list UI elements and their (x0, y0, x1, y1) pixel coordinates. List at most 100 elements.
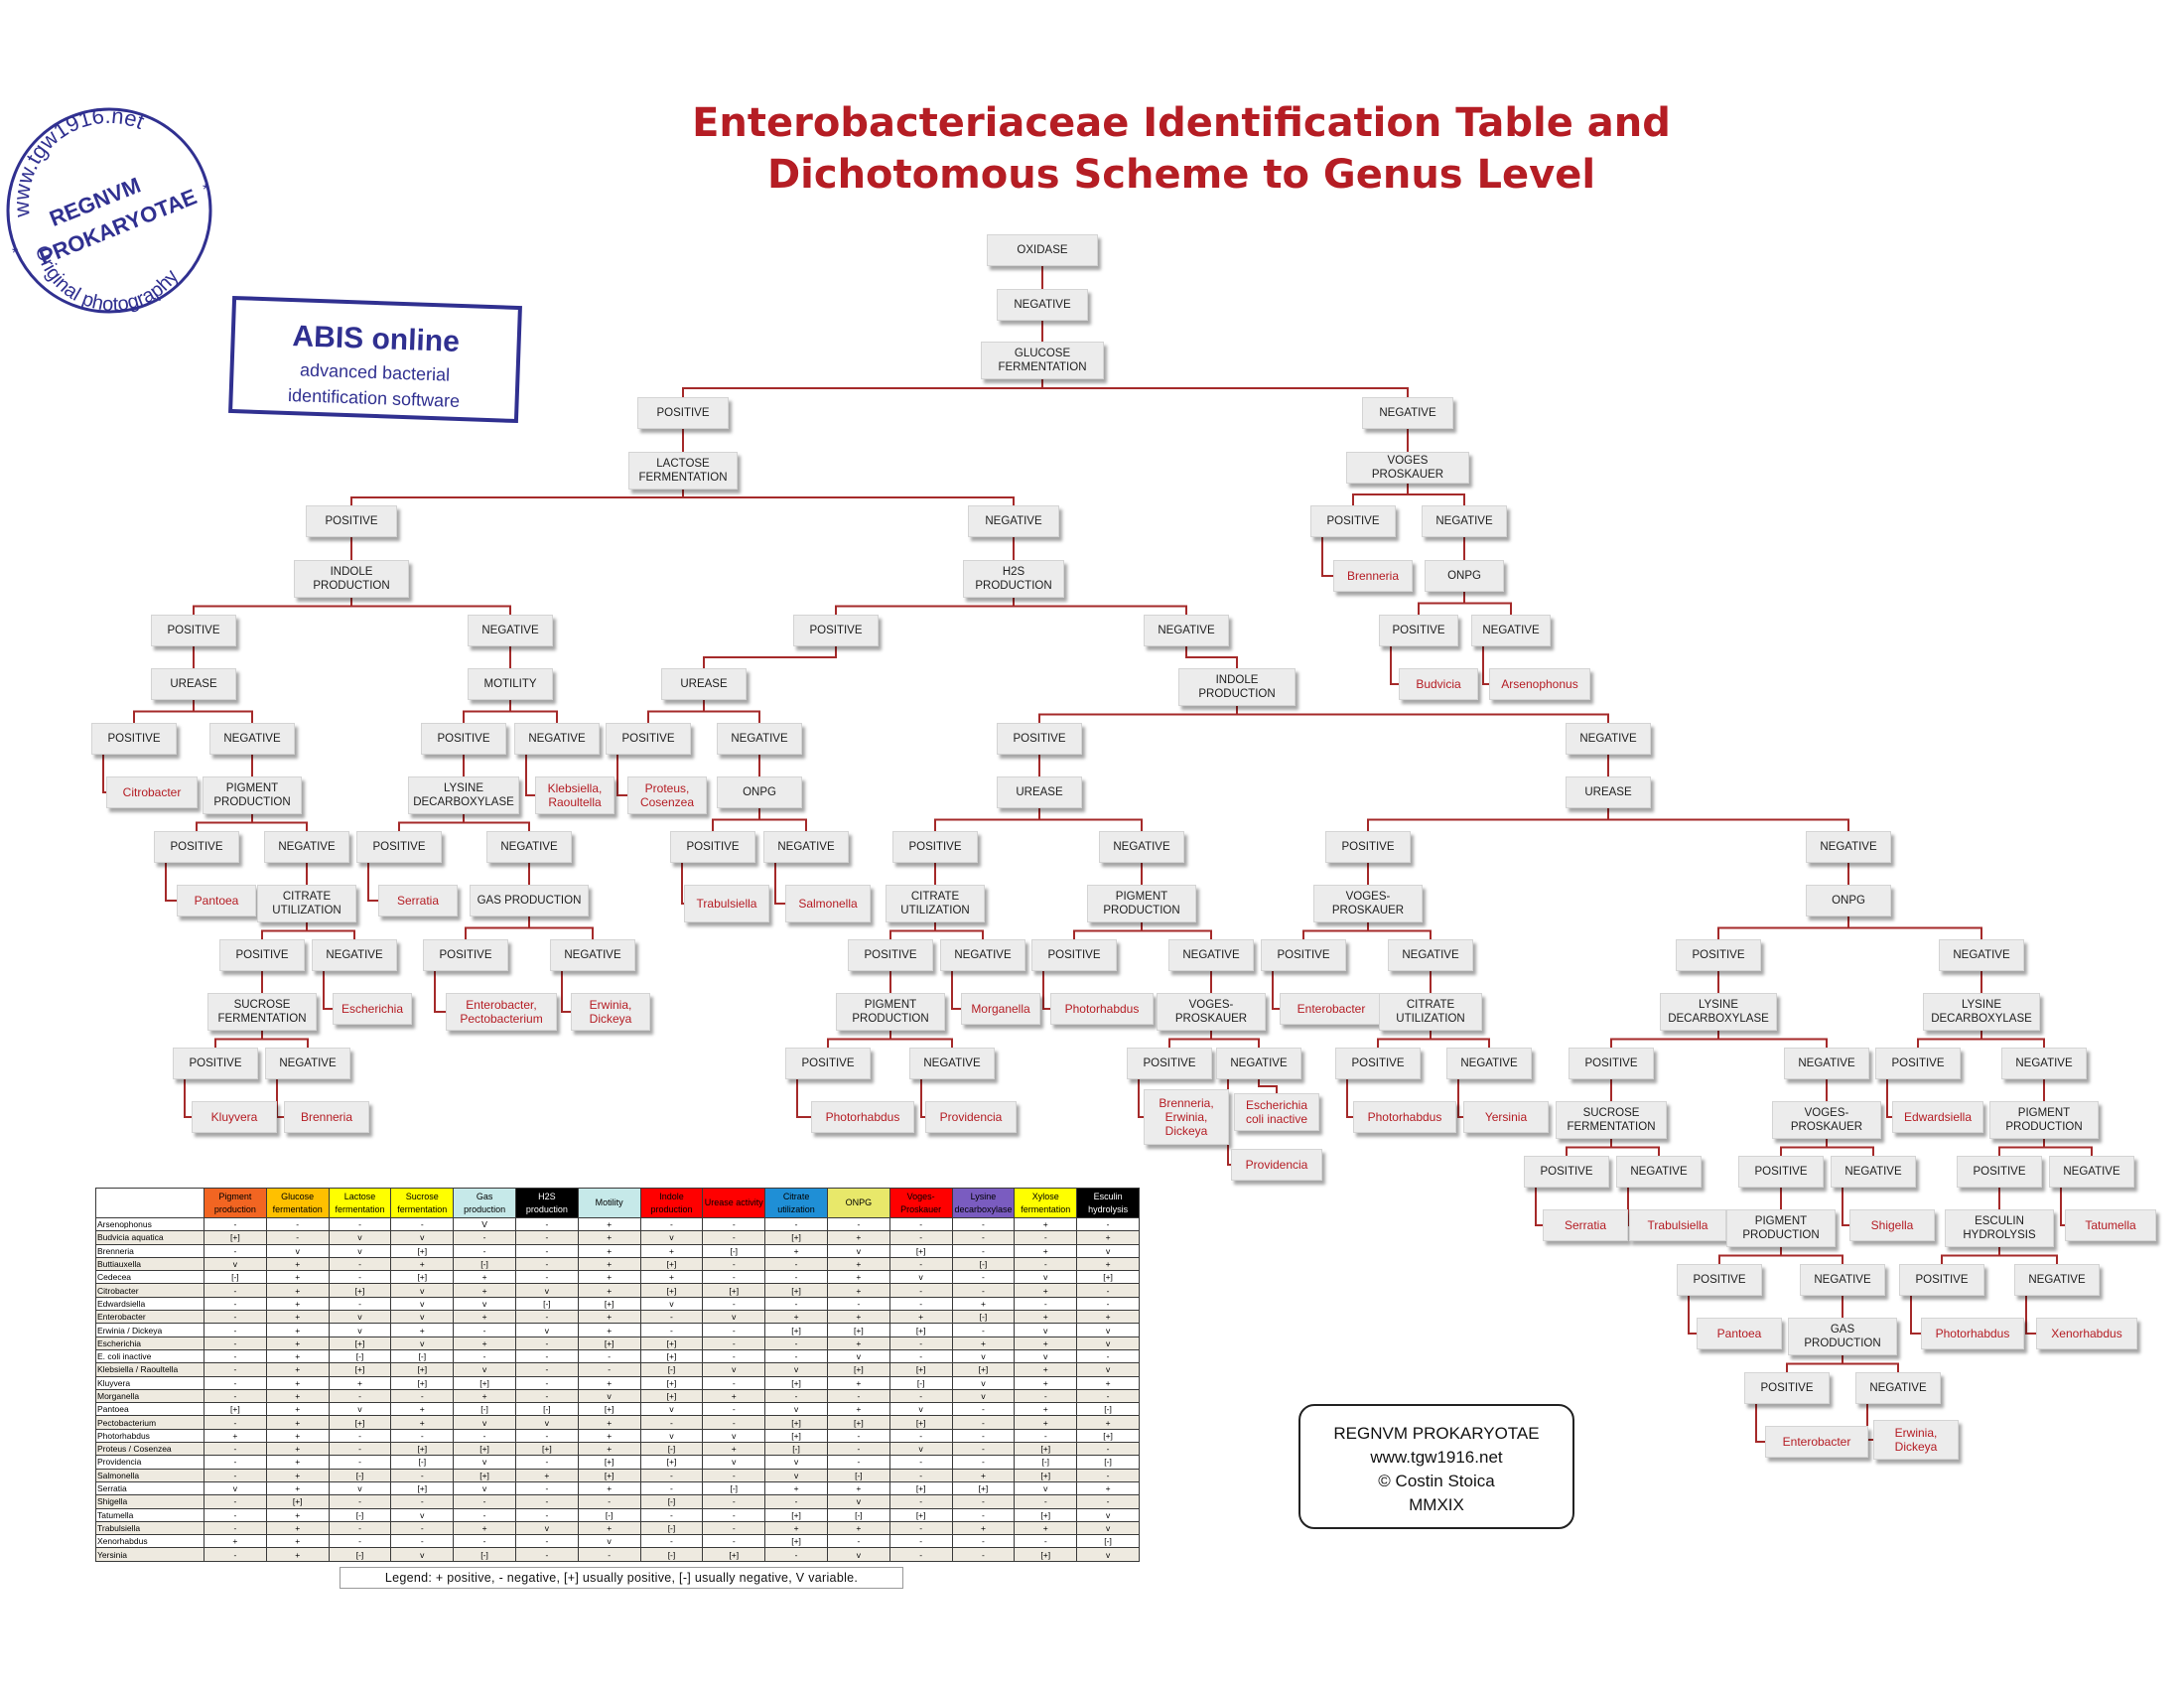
test-result-cell: - (577, 1547, 641, 1562)
connector-line (703, 700, 760, 723)
test-result-cell: + (1014, 1375, 1078, 1390)
connector-line (1418, 592, 1465, 615)
title-line-2: Dichotomous Scheme to Genus Level (766, 152, 1596, 198)
connector-line (1566, 1139, 1612, 1156)
genus-leaf-node: Proteus, Cosenzea (627, 776, 707, 814)
decision-node: POSITIVE (1899, 1264, 1984, 1296)
decision-node: NEGATIVE (1362, 397, 1453, 429)
test-result-cell: + (764, 1243, 828, 1258)
test-result-cell: - (514, 1256, 579, 1272)
test-result-cell: + (577, 1428, 641, 1444)
test-result-cell: + (1076, 1375, 1140, 1390)
table-row: Morganella-+--+-v[+]+---v-- (95, 1388, 1140, 1404)
decision-node: PIGMENT PRODUCTION (203, 776, 302, 814)
test-result-cell: - (951, 1243, 1016, 1258)
test-result-cell: + (265, 1323, 330, 1337)
table-column-header: Gas production (453, 1188, 516, 1218)
decision-node: POSITIVE (1379, 615, 1458, 646)
test-result-cell: + (390, 1256, 455, 1272)
test-result-cell: - (204, 1455, 267, 1470)
decision-node: NEGATIVE (909, 1048, 995, 1079)
test-result-cell: v (390, 1310, 455, 1325)
decision-node: POSITIVE (1738, 1156, 1824, 1188)
test-result-cell: - (888, 1455, 953, 1470)
abis-subtitle-2: identification software (287, 384, 461, 411)
test-result-cell: [+] (639, 1283, 704, 1298)
test-result-cell: v (514, 1283, 579, 1298)
test-result-cell: + (951, 1520, 1016, 1536)
test-result-cell: [+] (826, 1362, 890, 1377)
test-result-cell: - (204, 1348, 267, 1364)
connector-line (1038, 808, 1143, 831)
decision-node: ONPG (1806, 885, 1891, 916)
decision-node: POSITIVE (892, 831, 978, 863)
connector-line (1847, 916, 1982, 939)
test-result-cell: - (951, 1230, 1016, 1245)
test-result-cell: [-] (328, 1547, 392, 1562)
decision-node: SUCROSE FERMENTATION (1556, 1101, 1667, 1139)
test-result-cell: [+] (453, 1468, 516, 1482)
decision-node: NEGATIVE (514, 723, 600, 755)
test-result-cell: - (888, 1547, 953, 1562)
test-result-cell: + (577, 1415, 641, 1430)
test-result-cell: v (453, 1296, 516, 1312)
connector-line (306, 922, 355, 939)
connector-line (889, 922, 936, 939)
connector-line (934, 922, 984, 939)
test-result-cell: v (826, 1547, 890, 1562)
connector-line (1610, 1031, 1719, 1048)
decision-node: POSITIVE (154, 831, 239, 863)
test-result-cell: - (328, 1270, 392, 1285)
test-result-cell: - (328, 1296, 392, 1312)
test-result-cell: - (1076, 1442, 1140, 1457)
test-result-cell: v (888, 1442, 953, 1457)
test-result-cell: [+] (888, 1507, 953, 1522)
organism-name-cell: Escherichia (95, 1336, 205, 1350)
organism-name-cell: Proteus / Cosenzea (95, 1442, 205, 1457)
test-result-cell: v (453, 1455, 516, 1470)
decision-node: NEGATIVE (1216, 1048, 1301, 1079)
test-result-cell: + (453, 1520, 516, 1536)
test-result-cell: - (514, 1216, 579, 1232)
connector-line (1138, 1079, 1144, 1118)
connector-line (1610, 1139, 1660, 1156)
connector-line (2043, 1139, 2093, 1156)
abis-title: ABIS online (292, 320, 461, 358)
decision-node: POSITIVE (356, 831, 442, 863)
test-result-cell: [+] (204, 1230, 267, 1245)
test-result-cell: - (328, 1520, 392, 1536)
test-result-cell: + (1076, 1480, 1140, 1496)
organism-name-cell: Arsenophonus (95, 1216, 205, 1232)
test-result-cell: + (390, 1323, 455, 1337)
decision-node: NEGATIVE (1099, 831, 1184, 863)
connector-line (1688, 1296, 1697, 1335)
test-result-cell: - (328, 1494, 392, 1509)
decision-node: POSITIVE (1875, 1048, 1961, 1079)
test-result-cell: v (702, 1310, 766, 1325)
test-result-cell: + (826, 1520, 890, 1536)
test-result-cell: - (204, 1336, 267, 1350)
test-result-cell: - (888, 1296, 953, 1312)
table-column-header: H2S production (514, 1188, 579, 1218)
test-result-cell: v (1014, 1480, 1078, 1496)
test-result-cell: [+] (826, 1415, 890, 1430)
test-result-cell: + (1076, 1256, 1140, 1272)
connector-line (1780, 1247, 1843, 1264)
test-result-cell: + (265, 1283, 330, 1298)
test-result-cell: + (702, 1388, 766, 1404)
test-result-cell: v (1076, 1507, 1140, 1522)
test-result-cell: - (764, 1388, 828, 1404)
connector-line (1272, 971, 1280, 1010)
test-result-cell: [+] (390, 1362, 455, 1377)
test-result-cell: [+] (1076, 1428, 1140, 1444)
test-result-cell: v (888, 1402, 953, 1417)
table-column-header: ONPG (826, 1188, 890, 1218)
test-result-cell: + (826, 1270, 890, 1285)
decision-node: NEGATIVE (1168, 939, 1254, 971)
connector-line (681, 863, 684, 905)
decision-node: NEGATIVE (2049, 1156, 2134, 1188)
test-result-cell: [-] (204, 1270, 267, 1285)
test-result-cell: - (204, 1216, 267, 1232)
decision-node: NEGATIVE (968, 505, 1059, 537)
